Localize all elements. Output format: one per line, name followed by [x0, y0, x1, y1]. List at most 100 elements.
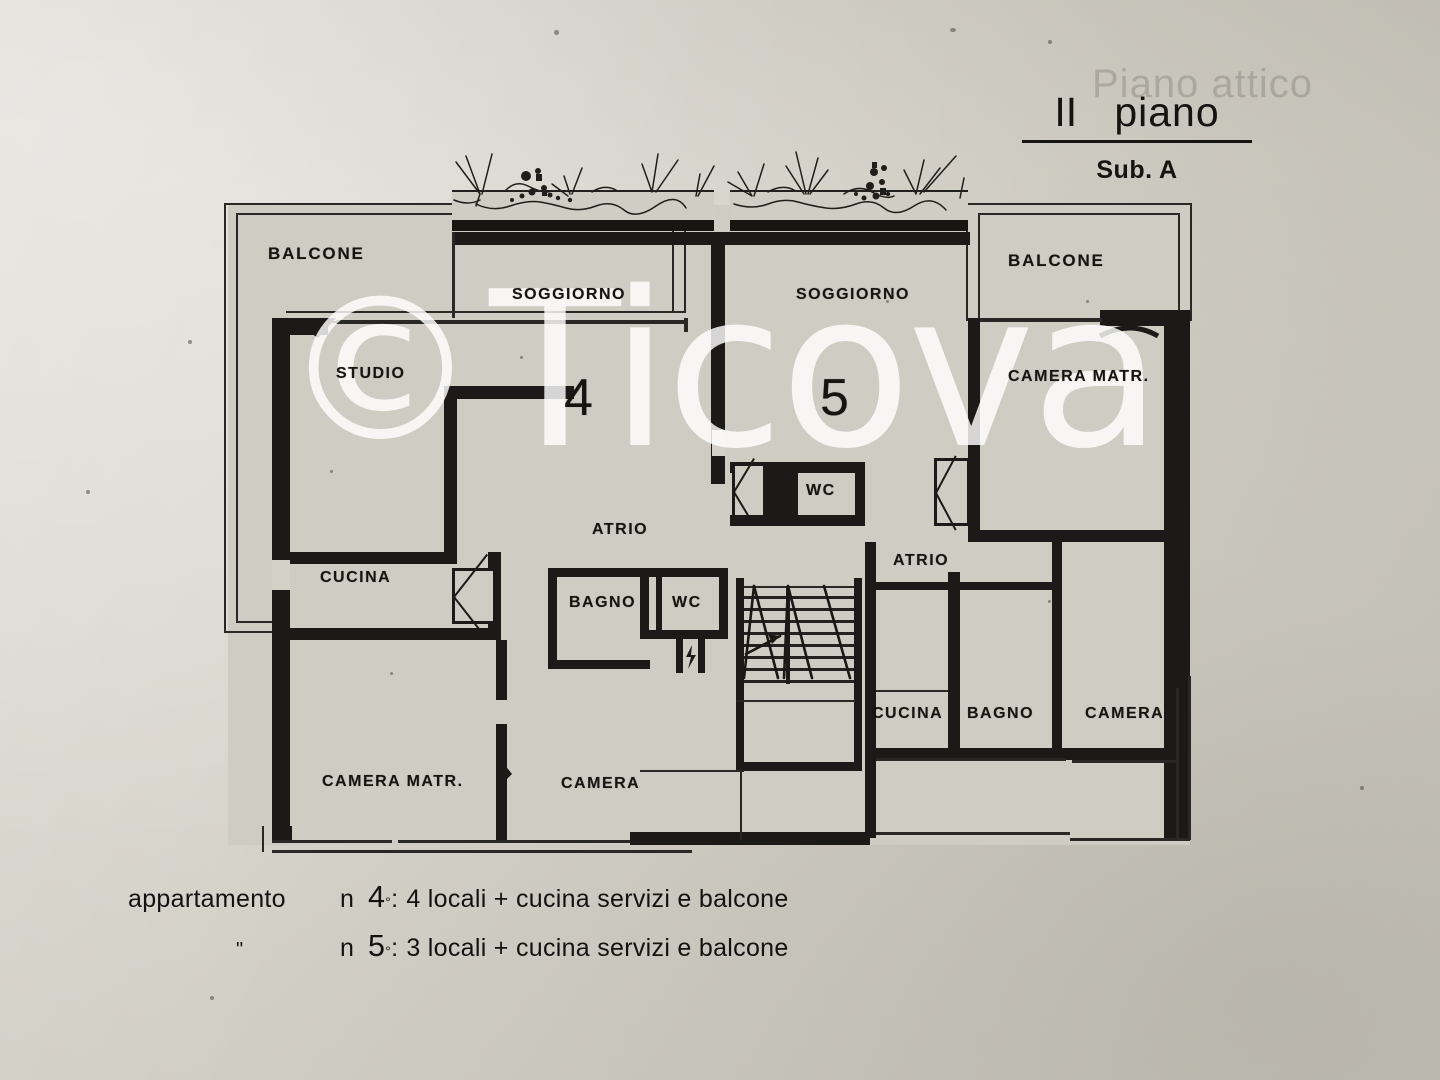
outline-bottom-left-stub	[224, 631, 284, 633]
room-label-camera-matr-right: CAMERA MATR.	[1008, 368, 1150, 385]
room-label-wc-5: WC	[806, 482, 836, 499]
electrical-symbol-icon	[686, 645, 696, 669]
wall-wc4-bottom	[640, 630, 728, 639]
balcony-right-rail-d	[1188, 676, 1191, 840]
balcony-right-rail-b	[1072, 760, 1176, 763]
planter-cap-right	[730, 220, 968, 231]
caption-line-2: " n 5 ° : 3 locali + cucina servizi e ba…	[128, 929, 789, 964]
sub-label: Sub. A	[1096, 156, 1178, 184]
wall-bagno4-top	[548, 568, 728, 577]
wall-wc5-bottom	[730, 515, 865, 526]
wall-bottom-main	[630, 832, 870, 845]
vegetation-sketch-right	[727, 151, 965, 214]
balcony-right-rail-e	[1070, 838, 1190, 841]
shaft-cavedio-wc5	[732, 463, 766, 519]
window-arc-camera-matr	[1098, 325, 1160, 338]
balcone-right-left-edge	[966, 203, 968, 321]
wall-party-4-5	[711, 232, 725, 484]
caption-lead-2: "	[236, 939, 244, 961]
caption-lead-1: appartamento	[128, 885, 286, 913]
caption-separator-1: :	[391, 885, 399, 913]
stair-central-rail	[786, 586, 790, 684]
wall-camera-right-bottom	[1052, 748, 1170, 760]
wall-bottom-left-corner	[272, 826, 292, 840]
wall-bagno4-left	[548, 568, 557, 668]
wall-studio-top	[336, 320, 688, 324]
wall-top-apt5	[722, 232, 970, 245]
floor-roman: II	[1054, 89, 1078, 135]
balcony-bottom-rail-inner-b	[398, 840, 630, 843]
caption-unit-label-1: n	[340, 885, 355, 913]
wall-cucina-top	[290, 552, 457, 564]
wall-wc5-right	[855, 462, 865, 526]
wall-cucina-right-top	[876, 582, 948, 590]
room-label-camera-left: CAMERA	[561, 775, 641, 792]
room-label-soggiorno-4: SOGGIORNO	[512, 286, 626, 303]
balcone-left-right-edge-inner	[672, 213, 674, 313]
wall-bottom-right-thin	[870, 832, 1070, 835]
room-label-balcone-right: BALCONE	[1008, 251, 1105, 270]
wall-studio-right	[444, 386, 457, 564]
room-label-soggiorno-5: SOGGIORNO	[796, 286, 910, 303]
wall-bagno-camera-divider	[1052, 538, 1062, 758]
outline-bottom-left-stub2	[236, 621, 284, 623]
balcony-bottom-left-rail	[262, 826, 264, 852]
room-label-bagno-right: BAGNO	[967, 705, 1035, 722]
wall-bagno-right-top	[960, 582, 1060, 590]
door-opening-left-wall	[272, 560, 290, 590]
wall-studio-top-right-jamb	[684, 318, 688, 332]
planter-box-right	[727, 151, 968, 234]
outline-top-right-inner	[978, 213, 1180, 215]
apartment-number-5: 5	[820, 369, 849, 427]
room-label-cucina-left: CUCINA	[320, 569, 392, 586]
caption-unit-ordinal-1: °	[385, 895, 392, 910]
room-label-balcone-left: BALCONE	[268, 244, 365, 263]
door-swing-camera-left	[504, 764, 512, 782]
room-label-cucina-right: CUCINA	[872, 705, 944, 722]
shaft-cavedio-cucina-left	[452, 568, 496, 624]
room-label-wc-4: WC	[672, 594, 702, 611]
room-label-atrio-4: ATRIO	[592, 521, 649, 538]
outline-right-outer	[1190, 203, 1192, 321]
wall-bagno4-bottom	[548, 660, 650, 669]
wall-studio-right-top-return	[444, 386, 574, 399]
stair-direction-arrows-icon	[742, 584, 852, 680]
wall-bagno4-wc-divider	[640, 568, 649, 638]
door-camera-left	[496, 700, 507, 724]
line-lower-center	[640, 770, 744, 772]
caption-unit-label-2: n	[340, 934, 355, 962]
caption-unit-ordinal-2: °	[385, 944, 392, 959]
wall-atrio5-right	[865, 542, 876, 838]
balcony-bottom-rail-outer	[272, 850, 692, 853]
wall-camera-matr-right-top	[978, 318, 1102, 322]
caption-description-1: 4 locali + cucina servizi e balcone	[406, 885, 789, 913]
ghost-title-text: Piano attico	[1092, 62, 1314, 106]
wall-perimeter-right-top-return	[1100, 310, 1190, 326]
caption-description-2: 3 locali + cucina servizi e balcone	[406, 934, 789, 962]
wall-stair-bottom	[736, 762, 862, 771]
planter-box-left	[452, 152, 715, 234]
room-label-atrio-5: ATRIO	[893, 552, 950, 569]
balcone-right-left-edge-inner	[978, 213, 980, 321]
line-cucina-right-detail	[876, 690, 948, 692]
room-label-camera-right: CAMERA	[1085, 705, 1165, 722]
balcony-right-rail-c	[1176, 688, 1179, 838]
planter-cap-left	[452, 220, 714, 231]
outline-left-inner	[236, 213, 238, 623]
line-stair-landing	[736, 700, 856, 702]
line-lower-center-v	[740, 770, 742, 840]
wall-soggiorno4-left	[452, 232, 455, 318]
title-block: II piano Sub. A	[1022, 92, 1252, 185]
room-label-studio: STUDIO	[336, 365, 406, 382]
wall-top-apt4	[452, 232, 720, 245]
wall-wc4-right	[719, 568, 728, 638]
wall-cucina-bagno-divider	[948, 572, 960, 752]
shaft-cavedio-atrio5	[934, 458, 970, 526]
wall-stair-left	[736, 578, 744, 770]
wall-camera-divider-left	[496, 640, 507, 840]
balcone-left-bottom-edge	[286, 311, 686, 313]
balcony-right-rail-a	[876, 758, 1066, 761]
wall-cucina-bagno-bottom	[876, 748, 1062, 758]
page-title: II piano	[1022, 92, 1252, 133]
wall-atrio4-corner	[444, 552, 457, 564]
